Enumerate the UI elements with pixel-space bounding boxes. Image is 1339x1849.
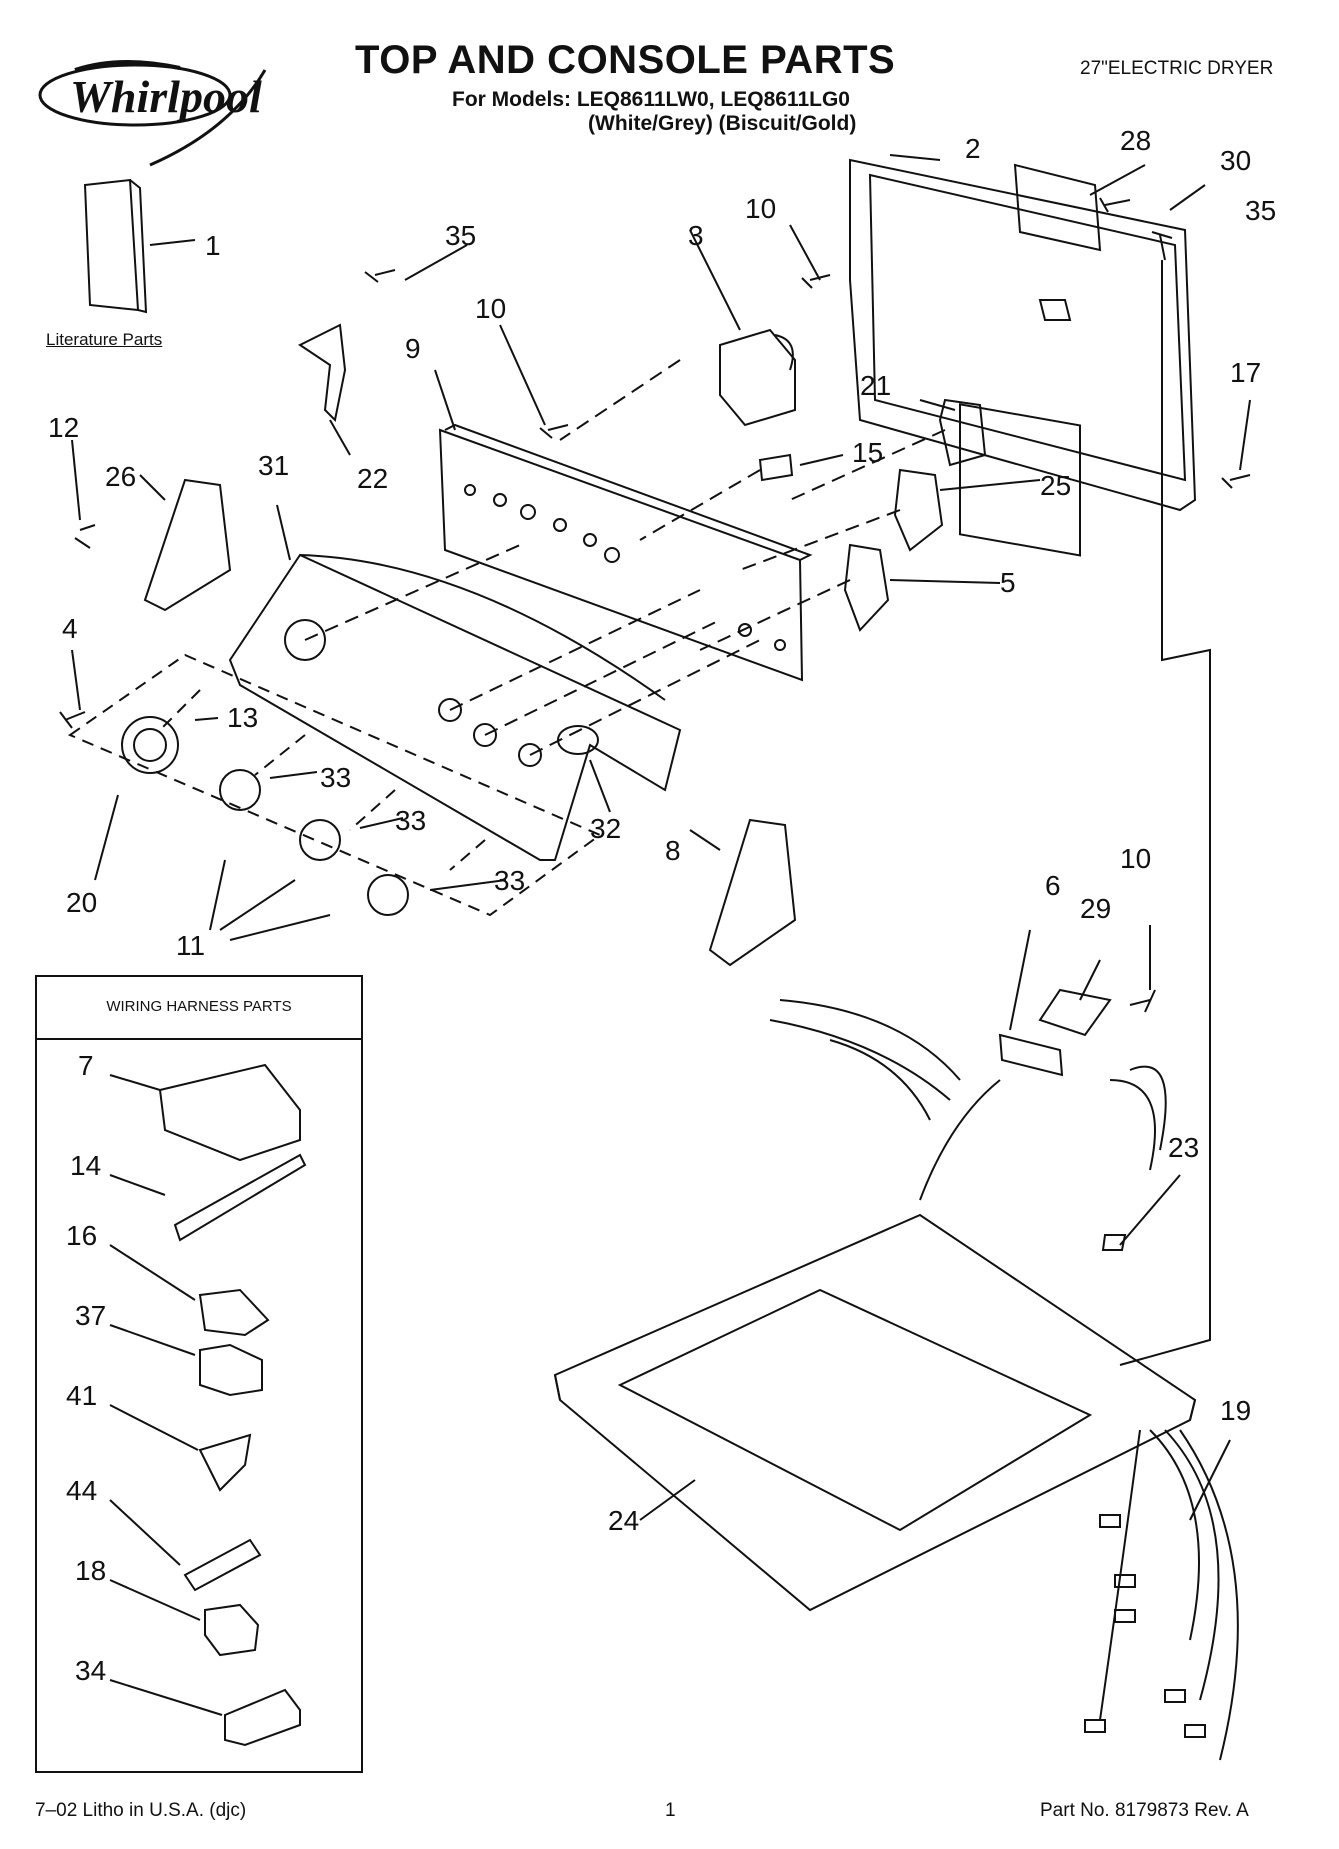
part-18 — [204, 1603, 260, 1657]
callout-35-right: 35 — [1245, 195, 1276, 226]
footer-page: 1 — [665, 1800, 676, 1821]
callout-33a: 33 — [320, 762, 351, 793]
harness-callout-16: 16 — [66, 1220, 97, 1251]
callout-24: 24 — [608, 1505, 639, 1536]
part-14 — [173, 1153, 307, 1242]
harness-callout-7: 7 — [78, 1050, 94, 1081]
footer-right: Part No. 8179873 Rev. A — [1040, 1800, 1249, 1821]
callout-28: 28 — [1120, 125, 1151, 156]
callout-10-mid: 10 — [475, 293, 506, 324]
timer — [719, 328, 796, 427]
console-panel — [228, 553, 682, 861]
models-line: For Models: LEQ8611LW0, LEQ8611LG0 — [452, 88, 850, 111]
part-44 — [183, 1538, 262, 1592]
callout-1: 1 — [205, 230, 221, 261]
callout-19: 19 — [1220, 1395, 1251, 1426]
knob-13 — [121, 716, 179, 774]
callout-13: 13 — [227, 702, 258, 733]
brand-name: Whirlpool — [70, 71, 262, 122]
part-41 — [198, 1433, 252, 1492]
harness-box — [35, 975, 363, 1773]
callout-11: 11 — [176, 930, 205, 961]
page-title: TOP AND CONSOLE PARTS — [355, 38, 896, 82]
callout-35-left: 35 — [445, 220, 476, 251]
callout-12: 12 — [48, 412, 79, 443]
knob-33c — [367, 874, 409, 916]
endcap-8 — [708, 818, 797, 967]
callout-21: 21 — [860, 370, 891, 401]
callout-26: 26 — [105, 461, 136, 492]
callout-9: 9 — [405, 333, 421, 364]
harness-wires — [769, 999, 961, 1121]
colors-line: (White/Grey) (Biscuit/Gold) — [588, 112, 857, 135]
clip-23 — [1101, 1234, 1127, 1251]
harness-callout-37: 37 — [75, 1300, 106, 1331]
callout-15: 15 — [852, 437, 883, 468]
harness-29 — [1038, 988, 1112, 1037]
rear-panel — [849, 158, 1197, 512]
callout-6: 6 — [1045, 870, 1061, 901]
knob-33b — [299, 819, 341, 861]
callout-23: 23 — [1168, 1132, 1199, 1163]
harness-callout-34: 34 — [75, 1655, 106, 1686]
callout-31: 31 — [258, 450, 289, 481]
callout-33c: 33 — [494, 865, 525, 896]
callout-20: 20 — [66, 887, 97, 918]
product-label: 27"ELECTRIC DRYER — [1080, 58, 1274, 79]
callout-3: 3 — [688, 220, 704, 251]
callout-29: 29 — [1080, 893, 1111, 924]
callout-4: 4 — [62, 613, 78, 644]
knob-33a — [219, 769, 261, 811]
callout-33b: 33 — [395, 805, 426, 836]
footer-left: 7–02 Litho in U.S.A. (djc) — [35, 1800, 247, 1821]
part-37 — [199, 1343, 263, 1397]
part-7 — [158, 1063, 301, 1162]
part-34 — [224, 1688, 301, 1747]
literature-booklet — [83, 178, 140, 312]
callout-2: 2 — [965, 133, 981, 164]
whirlpool-logo: Whirlpool — [30, 50, 280, 170]
callout-30: 30 — [1220, 145, 1251, 176]
switch-5 — [843, 543, 890, 632]
callout-17: 17 — [1230, 357, 1261, 388]
harness-callout-41: 41 — [66, 1380, 97, 1411]
callout-10-top: 10 — [745, 193, 776, 224]
harness-callout-14: 14 — [70, 1150, 101, 1181]
ground-strap — [298, 323, 347, 423]
switch-25 — [893, 468, 944, 552]
knob-group — [67, 653, 603, 917]
callout-32: 32 — [590, 813, 621, 844]
dryer-top — [553, 1213, 1197, 1612]
callout-8: 8 — [665, 835, 681, 866]
endcap-26 — [143, 478, 232, 612]
switch-15 — [758, 453, 794, 482]
part-16 — [198, 1288, 270, 1337]
harness-heading: WIRING HARNESS PARTS — [35, 975, 363, 1040]
console-bar — [438, 428, 804, 682]
callout-25: 25 — [1040, 470, 1071, 501]
harness-callout-44: 44 — [66, 1475, 97, 1506]
callout-10-right: 10 — [1120, 843, 1151, 874]
callout-5: 5 — [1000, 567, 1016, 598]
literature-label: Literature Parts — [46, 330, 163, 349]
switch-21 — [938, 398, 987, 467]
harness-callout-18: 18 — [75, 1555, 106, 1586]
callout-22: 22 — [357, 463, 388, 494]
